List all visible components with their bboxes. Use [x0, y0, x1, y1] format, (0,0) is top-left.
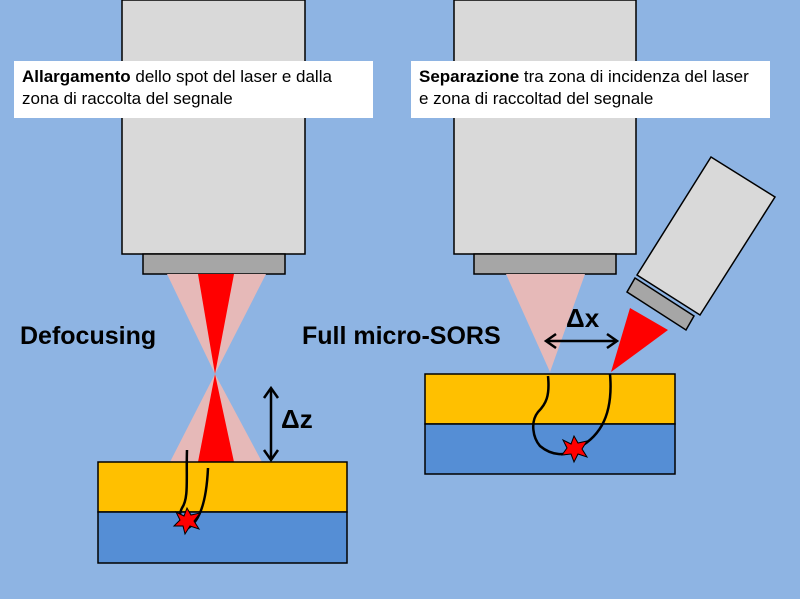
right-caption: Separazione tra zona di incidenza del la… — [411, 61, 770, 118]
right-objective-tip — [473, 253, 617, 275]
dx-arrow-icon — [543, 332, 620, 350]
dz-arrow-icon — [262, 385, 280, 463]
full-micro-sors-setup — [424, 0, 777, 475]
right-caption-bold: Separazione — [419, 67, 520, 86]
full-micro-sors-label: Full micro-SORS — [302, 322, 501, 350]
left-sample-top-layer — [97, 461, 348, 513]
left-laser-beam-upper — [198, 274, 234, 374]
left-scattering-star-icon — [172, 506, 202, 536]
right-photon-path — [532, 373, 612, 456]
right-objective-body — [453, 0, 637, 255]
right-sample-bottom-layer — [424, 423, 676, 475]
tilted-laser-objective — [625, 155, 777, 332]
dz-label: Δz — [281, 404, 313, 434]
right-scattering-star-icon — [560, 434, 589, 464]
tilted-objective-tip — [625, 276, 696, 332]
right-laser-beam — [611, 308, 668, 372]
right-collection-cone — [506, 274, 585, 372]
left-sample-bottom-layer — [97, 511, 348, 564]
left-caption-text: dello spot del laser e dalla zona di rac… — [22, 67, 332, 108]
defocusing-setup — [97, 0, 348, 564]
left-objective-body — [121, 0, 306, 255]
right-caption-text: tra zona di incidenza del laser e zona d… — [419, 67, 749, 108]
left-laser-beam-lower — [198, 374, 234, 462]
left-objective-tip — [142, 253, 286, 275]
tilted-objective-body — [635, 155, 777, 317]
left-caption-bold: Allargamento — [22, 67, 131, 86]
right-sample-top-layer — [424, 373, 676, 425]
dx-label: Δx — [566, 303, 600, 333]
defocusing-label: Defocusing — [20, 322, 157, 350]
left-caption: Allargamento dello spot del laser e dall… — [14, 61, 373, 118]
